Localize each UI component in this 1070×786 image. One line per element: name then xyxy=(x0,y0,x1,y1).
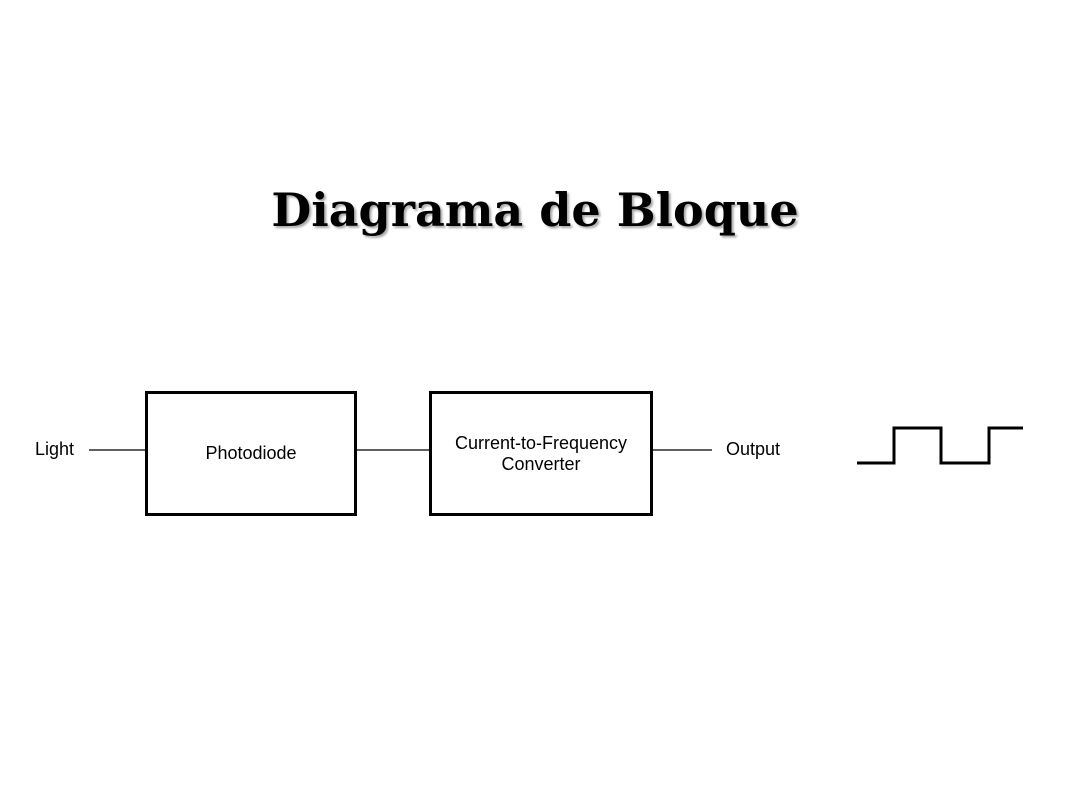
converter-block: Current-to-Frequency Converter xyxy=(429,391,653,516)
photodiode-block: Photodiode xyxy=(145,391,357,516)
converter-label-line1: Current-to-Frequency xyxy=(454,432,628,453)
output-label: Output xyxy=(726,439,781,459)
input-label: Light xyxy=(35,439,75,459)
converter-label-line2: Converter xyxy=(501,453,581,474)
photodiode-label: Photodiode xyxy=(205,443,297,463)
page-title: Diagrama de Bloque xyxy=(271,183,799,237)
square-wave-icon xyxy=(857,426,1023,465)
